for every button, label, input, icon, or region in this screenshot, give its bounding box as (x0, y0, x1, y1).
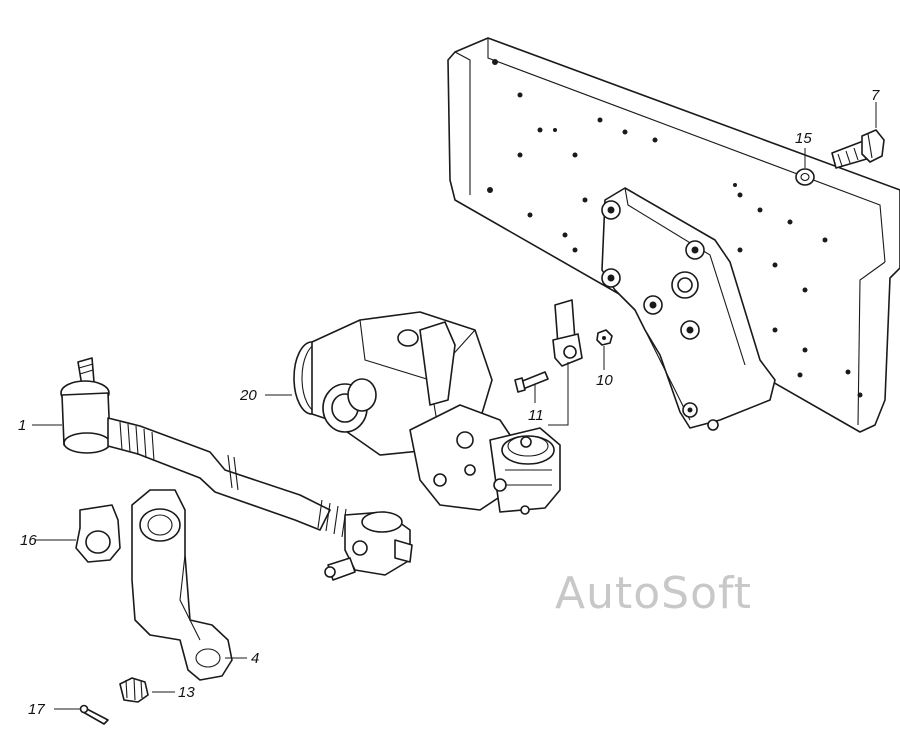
steering-gear-20 (293, 311, 561, 515)
cotter-pin-17 (79, 704, 109, 725)
leader-lines (32, 102, 877, 710)
lock-plate-16 (75, 504, 121, 563)
callout-11: 11 (528, 407, 544, 424)
callout-13: 13 (178, 684, 195, 701)
callout-15: 15 (795, 130, 812, 147)
steering-bracket (601, 187, 776, 431)
callout-7: 7 (871, 87, 880, 104)
pitman-arm-4 (131, 489, 233, 681)
callout-1: 1 (18, 417, 26, 434)
washer-15 (795, 168, 815, 186)
callout-4: 4 (251, 650, 259, 667)
castle-nut-13 (119, 677, 149, 703)
callout-16: 16 (20, 532, 37, 549)
callout-17: 17 (28, 701, 45, 718)
callout-20: 20 (239, 387, 257, 404)
frame-rail-holes (487, 59, 863, 398)
bolt-11 (514, 371, 549, 393)
steering-shaft-clamp (552, 299, 583, 367)
callout-10: 10 (596, 372, 613, 389)
tie-rod-1 (60, 357, 413, 581)
watermark-text: AutoSoft (555, 568, 752, 619)
callout-labels: 1 4 7 10 11 13 15 16 17 20 (18, 87, 880, 718)
bolt-7 (831, 129, 885, 169)
nut-10 (596, 329, 613, 346)
